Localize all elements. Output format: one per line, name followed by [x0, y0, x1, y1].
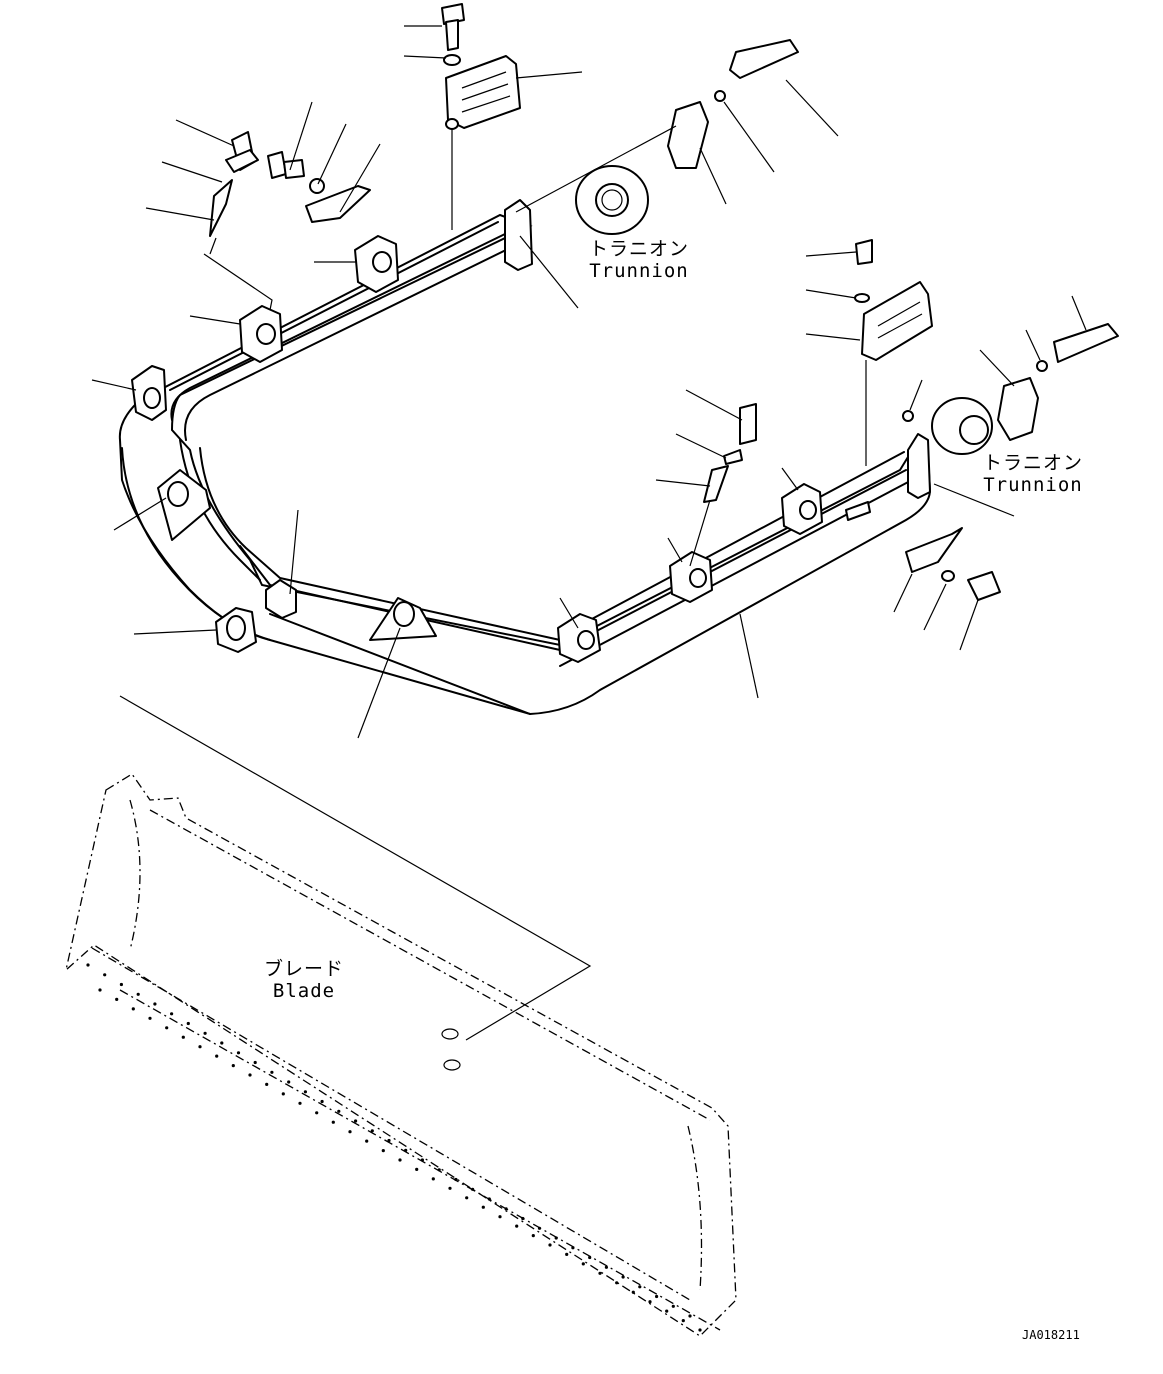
blade-hole — [298, 1101, 302, 1105]
blade-hole — [287, 1080, 291, 1084]
top-step-assembly — [441, 3, 521, 130]
blade-hole — [270, 1070, 274, 1074]
blade-hole — [119, 982, 123, 987]
leader-lines — [91, 25, 1087, 739]
blade-hole — [638, 1285, 642, 1289]
top-left-hardware — [209, 131, 371, 237]
blade-hole — [571, 1246, 575, 1250]
blade-hole — [348, 1130, 352, 1134]
blade-hole — [565, 1252, 569, 1256]
blade-hole — [681, 1319, 685, 1323]
blade-hole — [554, 1236, 558, 1240]
blade-hole — [148, 1016, 152, 1020]
blade-hole — [165, 1026, 169, 1030]
blade-hole — [387, 1138, 391, 1143]
blade-hole — [598, 1271, 602, 1275]
bottom-right-hardware — [845, 501, 1001, 601]
center-pin-hardware — [703, 403, 757, 503]
blade-hole — [404, 1148, 408, 1152]
blade-hole — [331, 1120, 335, 1124]
blade-hole — [665, 1309, 669, 1313]
blade-hole — [231, 1064, 235, 1068]
blade-hole — [98, 988, 102, 992]
blade-hole — [465, 1196, 469, 1200]
blade-hole — [655, 1294, 659, 1299]
blade-hole — [688, 1314, 692, 1318]
blade-hole — [521, 1216, 525, 1221]
blade-hole — [498, 1215, 502, 1219]
blade-hole — [320, 1099, 324, 1104]
left-trunnion-label: トラニオン Trunnion — [584, 238, 694, 282]
blade-hole — [648, 1300, 652, 1304]
left-trunnion-assembly — [575, 39, 799, 235]
blade-hole — [181, 1035, 185, 1039]
blade-hole — [86, 963, 90, 967]
blade-hole — [420, 1158, 424, 1162]
blade-hole — [431, 1177, 435, 1181]
blade-hole — [337, 1109, 341, 1113]
blade-hole — [186, 1021, 190, 1026]
blade-label-jp: ブレード — [263, 958, 344, 980]
blade-hole — [203, 1031, 207, 1035]
blade-hole — [398, 1158, 402, 1162]
left-trunnion-label-en: Trunnion — [589, 260, 689, 282]
blade-hole — [103, 973, 107, 977]
left-trunnion-label-jp: トラニオン — [588, 238, 689, 260]
blade-hole — [698, 1328, 702, 1332]
blade-hole — [136, 992, 140, 996]
blade-hole — [248, 1073, 252, 1077]
blade-hole — [588, 1255, 592, 1260]
blade-hole — [531, 1234, 535, 1238]
blade-hole — [631, 1290, 635, 1294]
blade-label: ブレード Blade — [254, 958, 354, 1002]
blade-hole — [220, 1041, 224, 1045]
blade-hole — [153, 1002, 157, 1006]
blade-hole — [621, 1275, 625, 1279]
blade-hole — [170, 1012, 174, 1016]
blade-leader-line — [119, 695, 592, 1041]
blade-hole — [471, 1187, 475, 1191]
blade-hole — [537, 1226, 542, 1230]
blade-outline — [64, 773, 737, 1337]
blade-hole — [671, 1304, 675, 1308]
blade-hole — [115, 997, 119, 1002]
blade-hole — [370, 1129, 374, 1133]
blade-hole — [604, 1265, 609, 1269]
blade-hole — [131, 1007, 135, 1011]
blade-hole — [198, 1045, 202, 1049]
blade-hole — [548, 1243, 552, 1247]
blade-hole — [253, 1060, 257, 1065]
blade-hole — [581, 1262, 585, 1266]
blade-hole — [504, 1207, 508, 1211]
blade-hole — [215, 1054, 219, 1058]
blade-hole — [265, 1082, 269, 1086]
right-trunnion-label-jp: トラニオン — [982, 452, 1083, 474]
blade-hole — [454, 1177, 458, 1182]
blade-hole — [615, 1281, 619, 1285]
frame-braces — [157, 469, 437, 653]
blade-label-en: Blade — [272, 980, 336, 1002]
blade-hole — [481, 1205, 485, 1209]
blade-hole — [236, 1051, 241, 1055]
right-step-assembly — [854, 239, 933, 361]
blade-hole — [487, 1197, 491, 1201]
right-trunnion-label: トラニオン Trunnion — [978, 452, 1088, 496]
blade-bolt-holes — [86, 963, 702, 1332]
blade-hole — [315, 1111, 319, 1115]
blade-hole — [515, 1224, 519, 1228]
blade-hole — [303, 1090, 307, 1094]
blade-hole — [381, 1149, 385, 1153]
blade-hole — [415, 1167, 419, 1171]
blade-hole — [448, 1186, 452, 1190]
blade-hole — [437, 1168, 441, 1172]
blade-hole — [354, 1119, 358, 1123]
right-trunnion-label-en: Trunnion — [983, 474, 1083, 496]
right-trunnion-assembly — [902, 323, 1119, 455]
blade-hole — [365, 1139, 369, 1143]
drawing-code: JA018211 — [1022, 1328, 1080, 1342]
frame-saddles — [131, 235, 823, 663]
blade-hole — [281, 1092, 285, 1096]
